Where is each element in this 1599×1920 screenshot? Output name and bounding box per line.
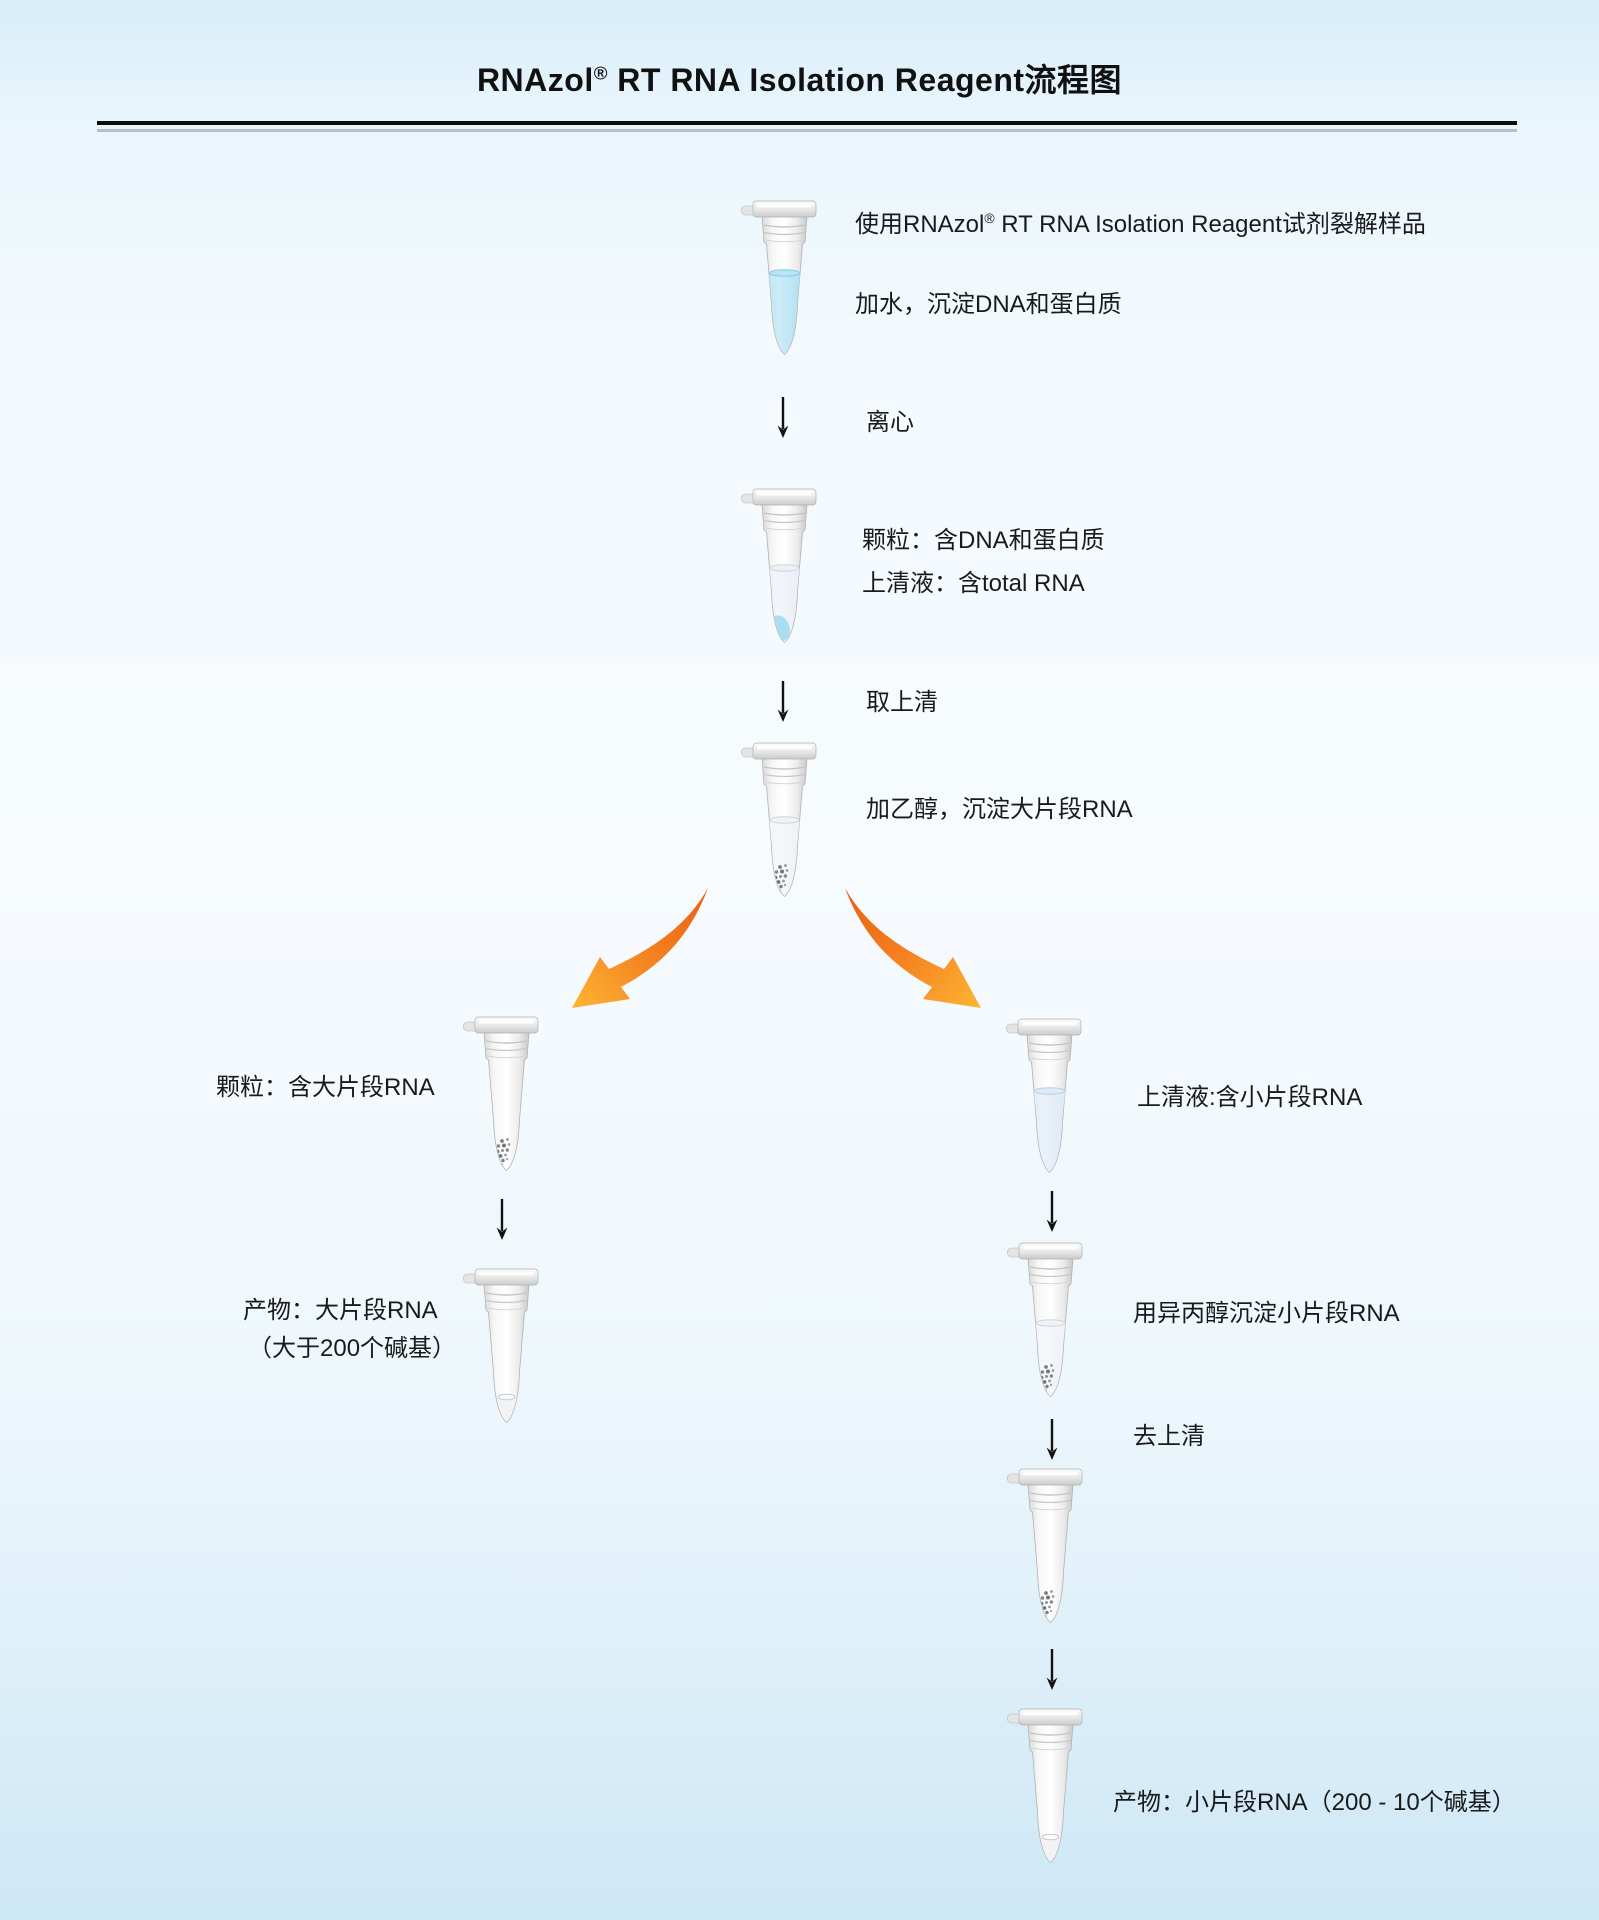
label-lyse: 使用RNAzol® RT RNA Isolation Reagent试剂裂解样品 — [855, 210, 1426, 238]
tube-ethanol-precipitation — [740, 740, 818, 902]
down-arrow-icon — [775, 680, 791, 722]
branch-arrow-right-icon — [838, 886, 993, 1018]
label-isopropanol: 用异丙醇沉淀小片段RNA — [1133, 1300, 1400, 1327]
label-remove-supernatant: 去上清 — [1133, 1423, 1205, 1450]
down-arrow-icon — [494, 1198, 510, 1240]
down-arrow-icon — [775, 396, 791, 438]
label-product-large-line2: （大于200个碱基） — [248, 1335, 457, 1362]
tube-isopropanol-precipitation — [1006, 1240, 1084, 1402]
branch-arrow-left-icon — [560, 886, 715, 1018]
label-add-water: 加水，沉淀DNA和蛋白质 — [855, 291, 1122, 318]
label-pellet-large: 颗粒：含大片段RNA — [216, 1074, 435, 1101]
label-add-ethanol: 加乙醇，沉淀大片段RNA — [866, 796, 1133, 823]
tube-small-rna-pellet — [1006, 1466, 1084, 1628]
tube-large-rna-pellet — [462, 1014, 540, 1176]
page-title: RNAzol® RT RNA Isolation Reagent流程图 — [476, 62, 1123, 98]
label-product-small: 产物：小片段RNA（200 - 10个碱基） — [1113, 1789, 1516, 1816]
down-arrow-icon — [1044, 1190, 1060, 1232]
tube-sample-lysis — [740, 198, 818, 360]
label-supernatant-small: 上清液:含小片段RNA — [1137, 1084, 1363, 1111]
tube-small-rna-product — [1006, 1706, 1084, 1868]
label-centrifuge: 离心 — [866, 409, 914, 436]
label-supernatant-total: 上清液：含total RNA — [862, 570, 1085, 597]
tube-after-centrifugation — [740, 486, 818, 648]
down-arrow-icon — [1044, 1418, 1060, 1460]
tube-large-rna-product — [462, 1266, 540, 1428]
tube-small-rna-supernatant — [1005, 1016, 1083, 1178]
label-pellet-dna: 颗粒：含DNA和蛋白质 — [862, 527, 1105, 554]
label-take-supernatant: 取上清 — [866, 689, 938, 716]
label-product-large-line1: 产物：大片段RNA — [243, 1297, 438, 1324]
title-rule-grey — [97, 129, 1517, 132]
down-arrow-icon — [1044, 1648, 1060, 1690]
title-rule-black — [97, 121, 1517, 125]
